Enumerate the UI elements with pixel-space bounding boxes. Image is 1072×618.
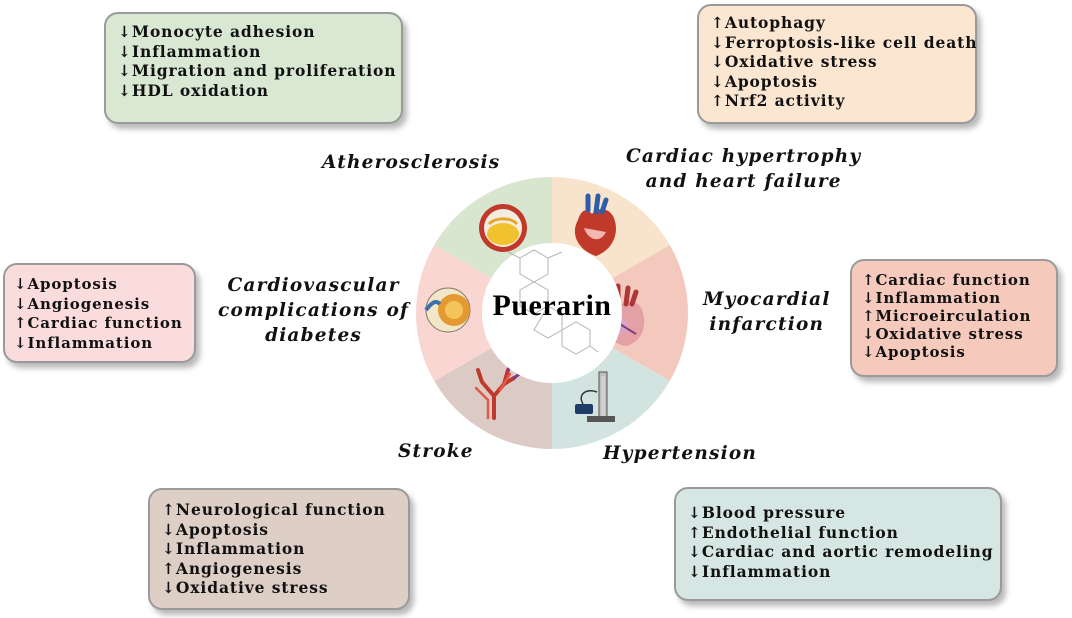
wheel-segment-hypertension	[552, 348, 670, 449]
effect-item: ↓Cardiac and aortic remodeling	[688, 542, 994, 561]
box-hypertension: ↓Blood pressure ↑Endothelial function ↓C…	[674, 487, 1002, 601]
effect-item: ↓HDL oxidation	[118, 80, 269, 100]
effect-item: ↓Apoptosis	[14, 275, 118, 293]
box-myocardial-infarction: ↑Cardiac function ↓Inflammation ↑Microei…	[850, 259, 1058, 377]
effect-item: ↑Neurological function	[162, 500, 386, 519]
effect-item: ↓Ferroptosis-like cell death	[711, 32, 978, 52]
effect-item: ↓Oxidative stress	[862, 325, 1024, 343]
effect-item: ↓Inflammation	[118, 41, 262, 61]
effect-item: ↓Oxidative stress	[711, 52, 878, 71]
label-myocardial-infarction: Myocardial infarction	[703, 289, 831, 335]
box-diabetes: ↓Apoptosis ↓Angiogenesis ↑Cardiac functi…	[3, 263, 196, 363]
eye-retina-icon	[424, 287, 471, 333]
box-stroke: ↑Neurological function ↓Apoptosis ↓Infla…	[148, 488, 410, 610]
effect-item: ↓Blood pressure	[688, 503, 847, 522]
box-cardiac-hypertrophy: ↑Autophagy ↓Ferroptosis-like cell death …	[697, 4, 977, 124]
effect-item: ↑Angiogenesis	[162, 558, 303, 578]
effect-item: ↑Microeirculation	[862, 307, 1032, 325]
effect-item: ↑Autophagy	[711, 13, 826, 32]
effect-item: ↓Angiogenesis	[14, 294, 151, 313]
effect-item: ↓Oxidative stress	[162, 578, 329, 597]
effect-item: ↓Inflammation	[14, 333, 154, 352]
effect-item: ↓Apoptosis	[711, 71, 818, 91]
label-hypertension: Hypertension	[603, 443, 758, 464]
effect-item: ↓Inflammation	[862, 289, 1002, 307]
effect-item: ↓Apoptosis	[162, 519, 269, 539]
effect-item: ↓Inflammation	[688, 561, 832, 581]
artery-plaque-icon	[479, 204, 527, 252]
label-stroke: Stroke	[398, 441, 474, 462]
effect-item: ↑Cardiac function	[14, 314, 183, 332]
effect-item: ↓Inflammation	[162, 539, 306, 558]
label-atherosclerosis: Atherosclerosis	[322, 152, 501, 173]
effect-item: ↑Nrf2 activity	[711, 91, 846, 110]
effect-item: ↓Monocyte adhesion	[118, 22, 316, 41]
blood-pressure-monitor-icon	[575, 371, 615, 422]
label-cardiovascular-diabetes: Cardiovascular complications of diabetes	[218, 275, 410, 346]
box-atherosclerosis: ↓Monocyte adhesion ↓Inflammation ↓Migrat…	[104, 12, 403, 124]
effect-item: ↓Apoptosis	[862, 343, 966, 361]
puerarin-structure-icon	[507, 249, 599, 355]
center-title: Puerarin	[492, 289, 612, 322]
effect-item: ↑Endothelial function	[688, 522, 899, 542]
effect-item: ↓Migration and proliferation	[118, 61, 397, 80]
label-cardiac-hypertrophy: Cardiac hypertrophy and heart failure	[626, 146, 862, 192]
wheel-segment-myocardial-infarction	[612, 245, 688, 381]
effect-item: ↑Cardiac function	[862, 271, 1031, 289]
heart-icon	[574, 193, 616, 256]
